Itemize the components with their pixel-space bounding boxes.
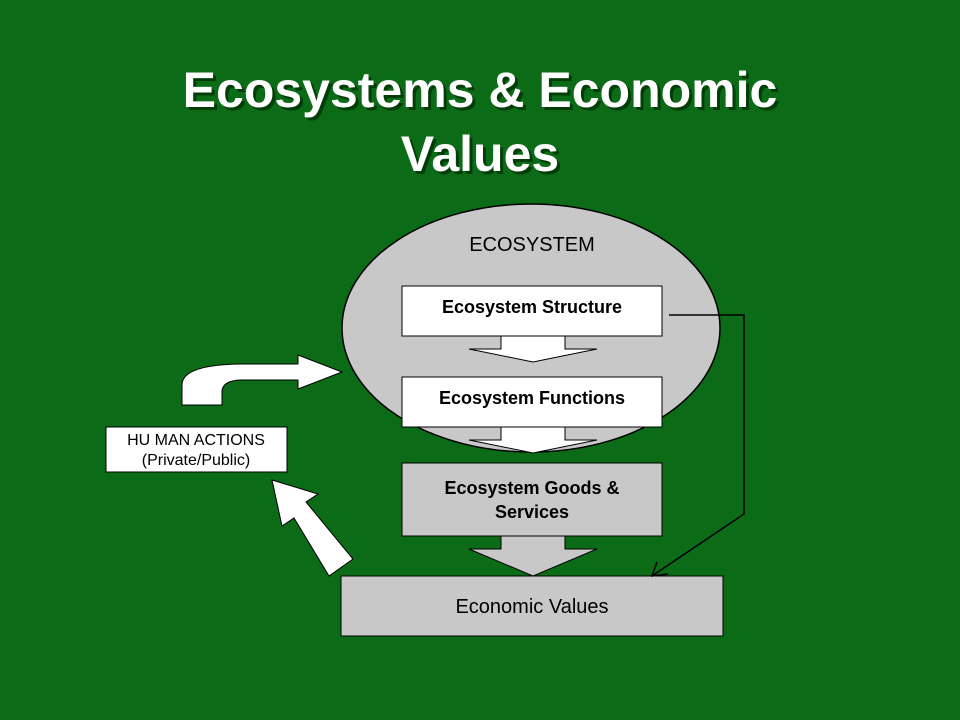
economic-values-box (340, 575, 724, 637)
ecosystem-structure-box (401, 285, 663, 337)
human-actions-label-line-2: (Private/Public) (142, 452, 250, 469)
ecosystem-goods-box (401, 462, 663, 537)
ecosystem-goods-label-line-2: Services (495, 502, 569, 522)
structure-to-economic-connector (651, 314, 745, 577)
ecosystem-goods-label-line-1: Ecosystem Goods & (444, 478, 619, 498)
connector-arrowhead (650, 561, 669, 577)
economic-values-label: Economic Values (455, 596, 608, 618)
ecosystem-label: ECOSYSTEM (469, 234, 595, 256)
human-actions-box (105, 426, 288, 473)
slide-title: Ecosystems & Economic Values (0, 58, 960, 186)
ecosystem-functions-label: Ecosystem Functions (439, 388, 625, 408)
arrow-goods-to-economic (468, 535, 598, 577)
title-line-1: Ecosystems & Economic (182, 62, 778, 118)
title-line-2: Values (400, 126, 560, 182)
arrow-economic-to-human (271, 479, 354, 577)
ecosystem-functions-box (401, 376, 663, 428)
human-actions-label-line-1: HU MAN ACTIONS (127, 432, 265, 449)
arrow-structure-to-functions (468, 335, 598, 363)
arrow-functions-to-goods (468, 426, 598, 454)
ecosystem-structure-label: Ecosystem Structure (442, 297, 622, 317)
arrow-human-to-ecosystem (181, 354, 344, 406)
